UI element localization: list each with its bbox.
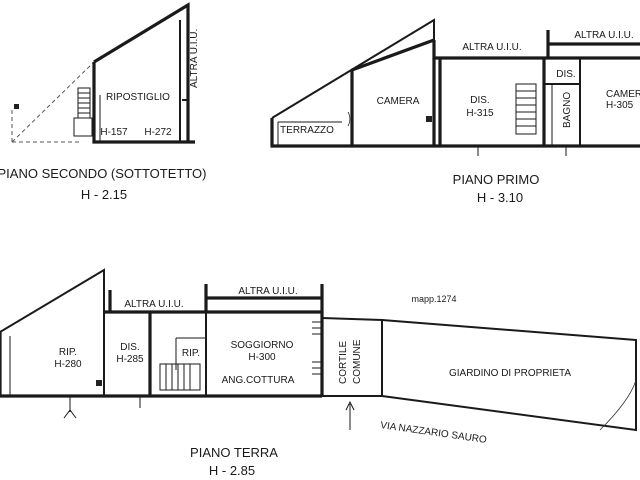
wall-cortile [321,317,383,397]
room-camera-2: CAMER [606,89,640,100]
label-via-nazzario-sauro: VIA NAZZARIO SAURO [380,420,488,446]
title-piano-secondo: PIANO SECONDO (SOTTOTETTO) [0,166,206,181]
wall-camera-roof [351,38,435,72]
title-piano-terra: PIANO TERRA [190,445,278,460]
height-h285: H-285 [116,354,144,365]
height-h315: H-315 [466,108,494,119]
room-camera: CAMERA [377,96,420,107]
stairs-primo [515,83,537,135]
room-ripostiglio: RIPOSTIGLIO [106,92,170,103]
roof-slope-primo [271,18,435,119]
stairs-secondo [73,87,93,137]
room-ang-cottura: ANG.COTTURA [222,375,295,386]
entrance-arrow-head [345,400,355,411]
room-cortile: CORTILE [338,341,349,384]
height-piano-secondo: H - 2.15 [81,187,127,202]
wall-secondo-roof [93,2,190,142]
column-mark-primo [426,116,432,122]
door-arc-camera [347,111,351,127]
height-h272: H-272 [144,127,172,138]
room-giardino: GIARDINO DI PROPRIETA [449,368,571,379]
stairs-terra [159,363,201,391]
room-rip: RIP. [59,347,77,358]
wall-terrazzo [270,118,352,148]
height-piano-primo: H - 3.10 [477,190,523,205]
height-piano-terra: H - 2.85 [209,463,255,478]
label-altra-uiu-terra-2: ALTRA U.I.U. [238,286,297,297]
height-h300: H-300 [248,352,276,363]
height-h157: H-157 [100,127,128,138]
label-altra-uiu-secondo: ALTRA U.I.U. [189,29,200,88]
steps-soggiorno [312,321,322,375]
room-dis-terra: DIS. [120,342,139,353]
title-piano-primo: PIANO PRIMO [453,172,540,187]
height-h305: H-305 [606,100,634,111]
column-mark-terra [96,380,102,386]
roof-slope-terra [0,268,105,396]
wall-secondo-left-bottom [92,62,195,144]
room-dis: DIS. [470,95,489,106]
column-mark [14,104,19,109]
room-rip-2: RIP. [182,348,200,359]
room-bagno: BAGNO [562,92,573,128]
marker-terra-1-head [63,409,77,419]
piano-primo-plan: TERRAZZO CAMERA DIS. H-315 DIS. BAGNO CA… [270,18,640,156]
height-h280: H-280 [54,359,82,370]
room-comune: COMUNE [352,339,363,384]
room-terrazzo: TERRAZZO [280,125,334,136]
piano-terra-plan: RIP. H-280 DIS. H-285 RIP. SOGGIORNO H-3… [0,268,637,446]
giardino-curve [599,379,637,431]
label-mapp: mapp.1274 [411,294,456,304]
roof-slope-dashed [11,61,95,143]
label-altra-uiu-terra-1: ALTRA U.I.U. [124,299,183,310]
piano-secondo-plan: RIPOSTIGLIO H-157 H-272 ALTRA U.I.U. [11,2,200,144]
label-altra-uiu-primo-2: ALTRA U.I.U. [574,30,633,41]
wall-giardino [381,319,637,432]
room-soggiorno: SOGGIORNO [231,340,294,351]
room-dis-2: DIS. [556,69,575,80]
label-altra-uiu-primo-1: ALTRA U.I.U. [462,42,521,53]
